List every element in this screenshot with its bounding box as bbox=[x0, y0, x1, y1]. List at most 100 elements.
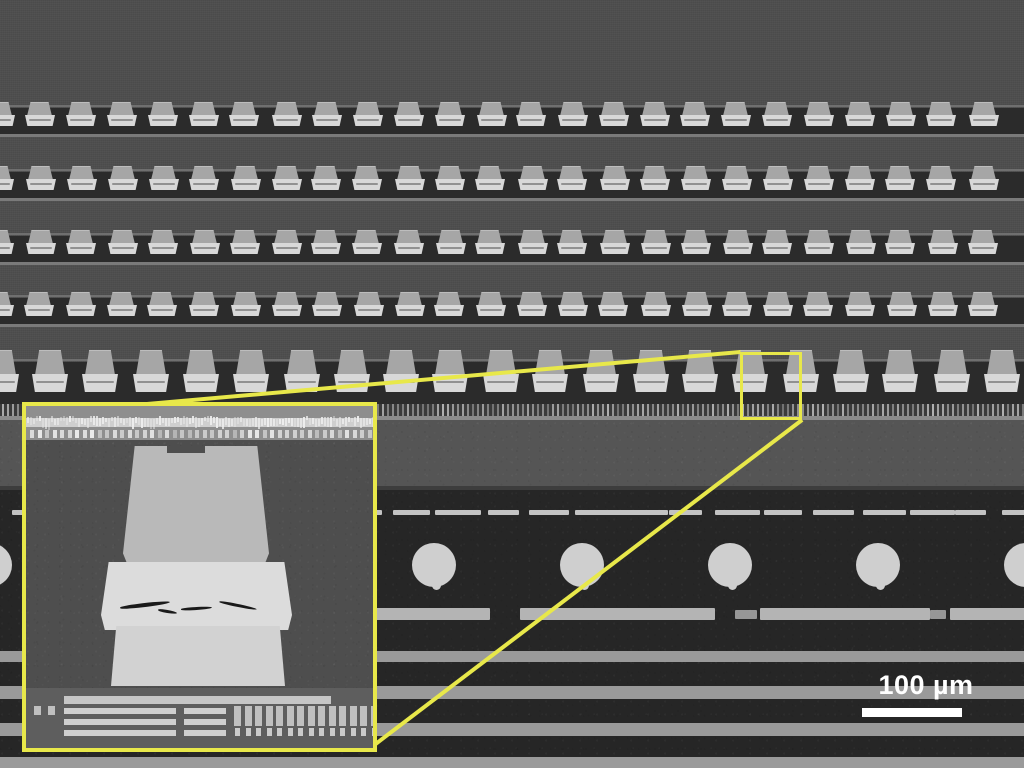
bump-solder-cap bbox=[476, 305, 506, 316]
bump-solder-cap bbox=[436, 243, 466, 254]
beol-metal-tick bbox=[712, 404, 714, 416]
beol-metal-tick bbox=[692, 404, 694, 416]
inset-beol-tick bbox=[87, 418, 89, 428]
micro-bump bbox=[352, 230, 382, 254]
inset-via-finger bbox=[345, 430, 349, 438]
micro-bump bbox=[682, 292, 712, 316]
beol-metal-tick bbox=[702, 404, 704, 416]
inset-beol-tick bbox=[375, 418, 377, 426]
inset-metal-dot-row bbox=[184, 708, 226, 714]
inset-via-finger bbox=[195, 430, 199, 438]
bump-solder-cap bbox=[558, 115, 588, 126]
beol-metal-tick bbox=[442, 404, 444, 416]
inset-beol-tick bbox=[120, 418, 122, 423]
beol-metal-tick bbox=[452, 404, 454, 416]
bump-copper-pillar bbox=[520, 166, 545, 180]
beol-metal-tick bbox=[932, 404, 934, 416]
inset-beol-tick bbox=[237, 417, 239, 424]
inset-beol-tick bbox=[366, 418, 368, 425]
bump-solder-cap bbox=[682, 305, 712, 316]
bump-row-1-top-edge bbox=[0, 105, 1024, 107]
bump-copper-pillar bbox=[68, 292, 93, 306]
inset-beol-tick bbox=[288, 418, 290, 423]
inset-via-foot bbox=[330, 728, 335, 736]
bump-copper-pillar bbox=[847, 166, 872, 180]
beol-metal-tick bbox=[1012, 404, 1014, 416]
beol-metal-tick bbox=[817, 404, 819, 416]
bump-solder-cap bbox=[0, 305, 14, 316]
beol-metal-tick bbox=[637, 404, 639, 416]
through-silicon-via bbox=[708, 543, 752, 590]
substrate-metal-dash bbox=[813, 510, 854, 515]
beol-metal-tick bbox=[517, 404, 519, 416]
bump-solder-cap bbox=[532, 374, 568, 392]
bump-solder-cap bbox=[557, 243, 587, 254]
bump-solder-cap bbox=[833, 374, 869, 392]
inset-via-foot bbox=[267, 728, 272, 736]
inset-beol-tick bbox=[54, 419, 56, 425]
inset-beol-tick bbox=[96, 416, 98, 426]
micro-bump bbox=[681, 230, 711, 254]
inset-via-finger bbox=[263, 430, 267, 438]
bump-copper-pillar bbox=[642, 166, 667, 180]
bump-copper-pillar bbox=[35, 350, 65, 375]
inset-beol-tick bbox=[240, 417, 242, 422]
beol-metal-tick bbox=[492, 404, 494, 416]
redistribution-nub bbox=[930, 610, 946, 619]
micro-bump bbox=[762, 102, 792, 126]
beol-metal-tick bbox=[852, 404, 854, 416]
bump-copper-pillar bbox=[136, 350, 166, 375]
inset-via-pillar bbox=[266, 706, 273, 726]
bump-copper-pillar bbox=[684, 292, 709, 306]
micro-bump bbox=[272, 166, 302, 190]
substrate-metal-dash bbox=[435, 510, 481, 515]
bump-solder-cap bbox=[641, 243, 671, 254]
inset-via-finger bbox=[225, 430, 229, 438]
beol-metal-tick bbox=[947, 404, 949, 416]
micro-bump bbox=[394, 230, 424, 254]
bump-copper-pillar bbox=[436, 292, 461, 306]
beol-metal-tick bbox=[782, 404, 784, 416]
micro-bump bbox=[24, 292, 54, 316]
bump-copper-pillar bbox=[438, 230, 463, 244]
bump-copper-pillar bbox=[437, 166, 462, 180]
inset-via-pillar bbox=[329, 706, 336, 726]
bump-solder-cap bbox=[475, 243, 505, 254]
bump-solder-cap bbox=[189, 179, 219, 190]
inset-via-foot bbox=[319, 728, 324, 736]
bump-solder-cap bbox=[183, 374, 219, 392]
bump-solder-cap bbox=[26, 179, 56, 190]
bump-copper-pillar bbox=[887, 166, 912, 180]
bump-copper-pillar bbox=[765, 292, 790, 306]
bump-solder-cap bbox=[0, 179, 14, 190]
bump-copper-pillar bbox=[191, 292, 216, 306]
beol-metal-tick bbox=[682, 404, 684, 416]
beol-metal-tick bbox=[522, 404, 524, 416]
inset-via-finger bbox=[203, 430, 207, 438]
bump-copper-pillar bbox=[396, 230, 421, 244]
micro-bump bbox=[804, 230, 834, 254]
inset-via-finger bbox=[330, 430, 334, 438]
beol-metal-tick bbox=[747, 404, 749, 416]
inset-beol-tick bbox=[78, 418, 80, 427]
bump-solder-cap bbox=[886, 115, 916, 126]
inset-beol-tick bbox=[162, 418, 164, 423]
bump-copper-pillar bbox=[231, 102, 256, 116]
beol-metal-tick bbox=[627, 404, 629, 416]
bump-solder-cap bbox=[721, 115, 751, 126]
beol-metal-tick bbox=[472, 404, 474, 416]
micro-bump bbox=[600, 230, 630, 254]
beol-metal-tick bbox=[687, 404, 689, 416]
bump-solder-cap bbox=[599, 115, 629, 126]
bump-copper-pillar bbox=[560, 102, 585, 116]
inset-via-finger bbox=[368, 430, 372, 438]
bump-solder-cap bbox=[882, 374, 918, 392]
beol-metal-tick bbox=[642, 404, 644, 416]
inset-beol-tick bbox=[126, 418, 128, 423]
bump-solder-cap bbox=[845, 179, 875, 190]
beol-metal-tick bbox=[382, 404, 384, 416]
inset-beol-tick bbox=[42, 418, 44, 428]
inset-via-finger bbox=[180, 430, 184, 438]
bump-copper-pillar bbox=[28, 230, 53, 244]
beol-metal-tick bbox=[427, 404, 429, 416]
